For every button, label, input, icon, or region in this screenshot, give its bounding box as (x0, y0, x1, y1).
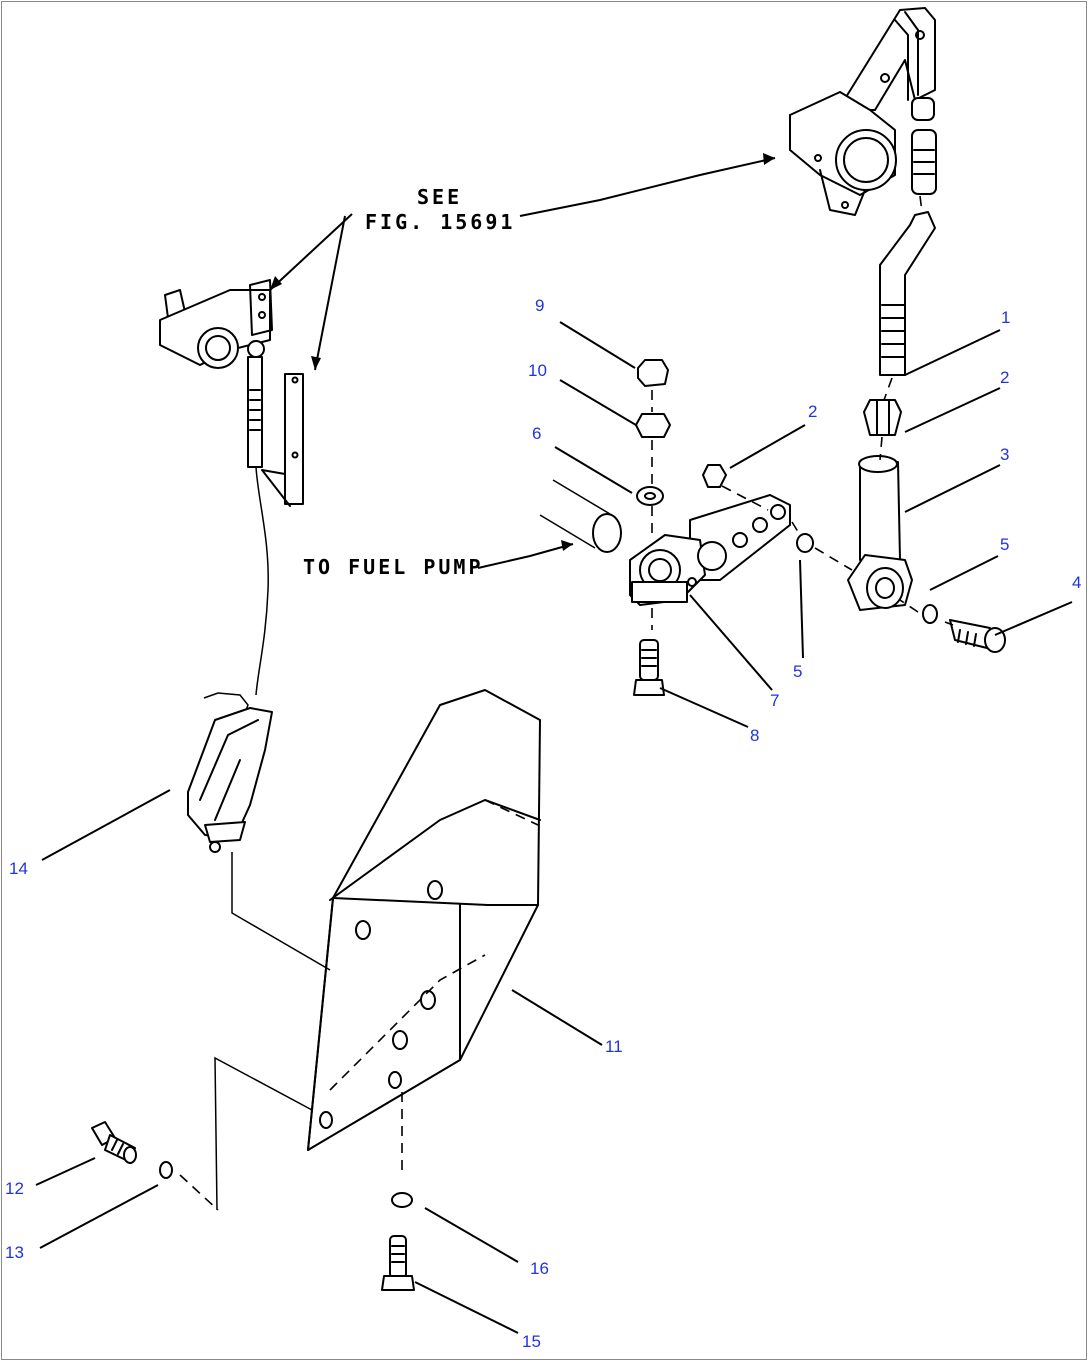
callout-3: 3 (1000, 445, 1010, 464)
connector-line (231, 852, 331, 971)
cover-part-11 (307, 689, 541, 1151)
nut-part-2-upper (863, 399, 902, 436)
callout-5: 5 (793, 662, 803, 681)
see-label: SEE (417, 185, 463, 209)
dash-link (883, 377, 893, 401)
nut-part-2-center (702, 464, 727, 488)
callout-6: 6 (532, 424, 542, 443)
lever-housing-assembly (789, 7, 936, 216)
reference-arrows (269, 153, 776, 569)
fuel-pump-label: TO FUEL PUMP (303, 555, 484, 579)
callout-11: 11 (605, 1037, 623, 1056)
dash-link (791, 521, 801, 536)
callout-10: 10 (528, 361, 547, 380)
callout-15: 15 (522, 1332, 541, 1351)
callout-2: 2 (1000, 368, 1010, 387)
lever-arm-part-7 (629, 494, 791, 606)
rod-part-1 (879, 211, 936, 376)
pedal-part-14 (187, 692, 273, 853)
callout-16: 16 (530, 1259, 549, 1278)
callout-1: 1 (1001, 308, 1011, 327)
callout-5: 5 (1000, 535, 1010, 554)
fuel-pump-shaft (539, 479, 622, 553)
callout-4: 4 (1072, 573, 1082, 592)
dash-link (721, 485, 769, 511)
dash-link (944, 621, 954, 626)
rod-end-part-3 (847, 455, 913, 611)
washer-bolt-right (922, 604, 1006, 653)
washer-part-5-center (796, 533, 814, 553)
dash-link (179, 1174, 219, 1211)
throttle-cable (255, 466, 269, 696)
bolt-part-12 (91, 1121, 173, 1179)
callout-9: 9 (535, 296, 545, 315)
callout-2: 2 (808, 402, 818, 421)
bushing-stack (911, 97, 937, 195)
callout-8: 8 (750, 726, 760, 745)
connector-line (214, 1056, 313, 1211)
callout-leaders (35, 321, 1073, 1334)
left-bracket-assembly (159, 279, 304, 507)
dash-link (899, 599, 919, 613)
dash-link (919, 195, 923, 213)
dash-link (814, 547, 853, 571)
figure-reference-label: FIG. 15691 (365, 210, 516, 234)
fastener-stack-top (635, 359, 671, 630)
callout-13: 13 (5, 1243, 24, 1262)
bolt-part-8 (633, 639, 665, 696)
dash-link (879, 436, 883, 461)
callout-12: 12 (5, 1179, 24, 1198)
callout-7: 7 (770, 691, 780, 710)
callout-14: 14 (9, 859, 28, 878)
bolt-part-15 (381, 1192, 415, 1291)
